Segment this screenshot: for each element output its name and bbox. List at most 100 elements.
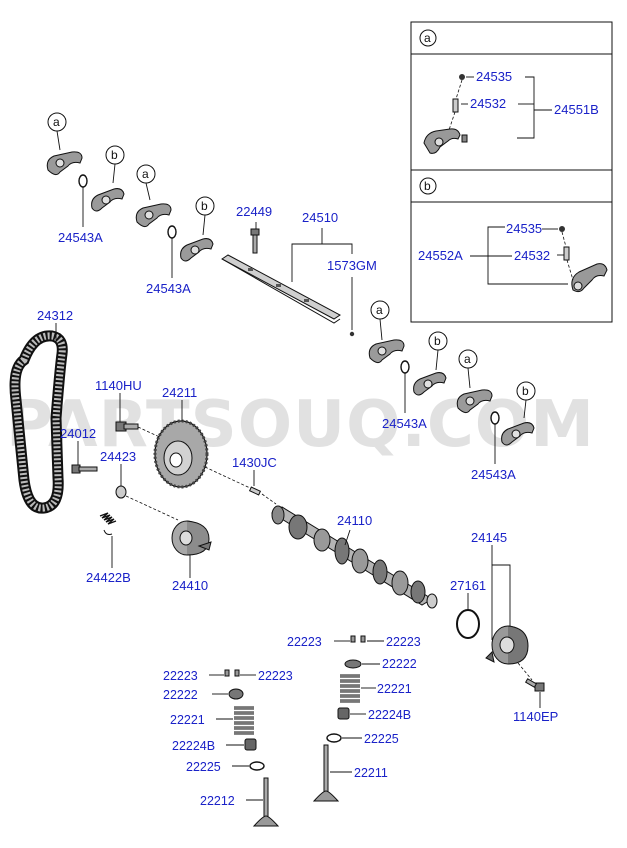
timing-belt-group: 24312 1140HU 24211 24012 24423 [9, 308, 277, 593]
part-label-24312[interactable]: 24312 [37, 308, 73, 323]
svg-text:a: a [376, 303, 383, 317]
part-label-24410[interactable]: 24410 [172, 578, 208, 593]
inset-b-nut-icon [559, 226, 565, 232]
valve-spring-icon-r [340, 674, 360, 703]
part-label-27161[interactable]: 27161 [450, 578, 486, 593]
bolt-icon-24012 [71, 464, 98, 474]
part-label-24543A-4[interactable]: 24543A [471, 467, 516, 482]
watermark: PARTSOUQ.COM [6, 388, 595, 462]
o-ring-icon-3 [400, 360, 410, 374]
svg-text:b: b [434, 334, 441, 348]
spring-seat-icon-r [326, 733, 342, 743]
part-label-24532-a[interactable]: 24532 [470, 96, 506, 111]
part-label-1573GM[interactable]: 1573GM [327, 258, 377, 273]
part-label-22221-l[interactable]: 22221 [170, 713, 205, 727]
part-label-22222-l[interactable]: 22222 [163, 688, 198, 702]
part-label-24422B[interactable]: 24422B [86, 570, 131, 585]
part-label-24110[interactable]: 24110 [337, 513, 372, 528]
part-label-22223-r2[interactable]: 22223 [386, 635, 421, 649]
timing-belt-icon [9, 330, 68, 514]
svg-text:b: b [522, 384, 529, 398]
tensioner-spring-icon [99, 512, 117, 535]
callout-b-4: b [516, 381, 536, 419]
part-label-24145[interactable]: 24145 [471, 530, 507, 545]
inset-a-rocker-arm-icon [423, 128, 468, 154]
part-label-24535-a[interactable]: 24535 [476, 69, 512, 84]
o-ring-icon-1 [78, 174, 88, 188]
part-label-24012[interactable]: 24012 [60, 426, 96, 441]
part-label-24532-b[interactable]: 24532 [514, 248, 550, 263]
rocker-arm-icon-5 [368, 339, 405, 364]
intake-valve-icon [252, 777, 280, 827]
part-label-22224B-l[interactable]: 22224B [172, 739, 215, 753]
rocker-arm-group-left: a b a b [46, 112, 215, 296]
part-label-22221-r[interactable]: 22221 [377, 682, 412, 696]
part-label-24543A-2[interactable]: 24543A [146, 281, 191, 296]
rocker-arm-icon-4 [180, 238, 214, 262]
retainer-icon-l [228, 688, 244, 700]
callout-a-3: a [370, 300, 390, 341]
inset-a-nut-icon [459, 74, 465, 80]
rocker-arm-icon-3 [135, 203, 172, 228]
part-label-24211[interactable]: 24211 [162, 385, 197, 400]
part-label-22211[interactable]: 22211 [354, 766, 388, 780]
bolt-icon-22449 [250, 228, 260, 254]
part-label-1140HU[interactable]: 1140HU [95, 378, 142, 393]
callout-a-2: a [136, 164, 156, 201]
inset-a-header: a [419, 29, 437, 47]
camshaft-group: 24110 [271, 505, 438, 609]
part-label-22222-r[interactable]: 22222 [382, 657, 417, 671]
inset-b-label: b [424, 179, 431, 193]
part-label-22224B-r[interactable]: 22224B [368, 708, 411, 722]
part-label-24535-b[interactable]: 24535 [506, 221, 542, 236]
part-label-24552A[interactable]: 24552A [418, 248, 463, 263]
inset-a-adjust-screw-icon [452, 98, 459, 113]
inset-b-rocker-arm-icon [571, 263, 608, 293]
rocker-shaft-icon [221, 254, 341, 324]
spring-seat-icon-l [249, 761, 265, 771]
callout-a-4: a [458, 349, 478, 389]
part-label-24543A-1[interactable]: 24543A [58, 230, 103, 245]
camshaft-sprocket-icon [153, 419, 209, 489]
camshaft-icon [271, 505, 438, 609]
o-ring-icon-27161 [456, 609, 480, 639]
o-ring-icon-2 [167, 225, 177, 239]
callout-b-2: b [195, 196, 215, 236]
rocker-arm-group-right: a b a b [368, 300, 536, 482]
svg-text:a: a [142, 167, 149, 181]
part-label-24423[interactable]: 24423 [100, 449, 136, 464]
detail-inset: a b 24535 24532 24551B [410, 21, 613, 323]
part-label-22223-l1[interactable]: 22223 [163, 669, 198, 683]
valve-assembly-left: 22223 22223 22222 22221 22224B 22225 222… [163, 669, 293, 827]
bolt-icon-1140EP [524, 678, 545, 692]
part-label-22223-r1[interactable]: 22223 [287, 635, 322, 649]
sensor-housing-icon [485, 625, 529, 665]
part-label-22223-l2[interactable]: 22223 [258, 669, 293, 683]
part-label-22212[interactable]: 22212 [200, 794, 235, 808]
inset-a-label: a [424, 31, 431, 45]
svg-text:a: a [464, 352, 471, 366]
valve-keeper-icon-r [350, 635, 366, 643]
retainer-icon-r [344, 659, 362, 669]
inset-b-adjust-screw-icon [563, 246, 570, 261]
valve-keeper-icon-l [224, 669, 240, 677]
rocker-arm-icon-1 [46, 151, 83, 176]
rocker-arm-icon-2 [91, 188, 125, 212]
part-label-24551B[interactable]: 24551B [554, 102, 599, 117]
svg-text:b: b [111, 148, 118, 162]
part-label-1140EP[interactable]: 1140EP [513, 709, 558, 724]
part-label-22449[interactable]: 22449 [236, 204, 272, 219]
part-label-24543A-3[interactable]: 24543A [382, 416, 427, 431]
part-label-22225-l[interactable]: 22225 [186, 760, 221, 774]
valve-stem-seal-icon-r [337, 707, 350, 720]
part-label-24510[interactable]: 24510 [302, 210, 338, 225]
svg-text:b: b [201, 199, 208, 213]
rocker-arm-icon-7 [456, 389, 493, 414]
bolt-icon-1140HU [115, 421, 139, 432]
part-label-22225-r[interactable]: 22225 [364, 732, 399, 746]
part-label-1430JC[interactable]: 1430JC [232, 455, 277, 470]
svg-text:a: a [53, 115, 60, 129]
callout-a-1: a [47, 112, 67, 151]
callout-b-3: b [428, 331, 448, 371]
washer-icon-24423 [115, 485, 127, 499]
